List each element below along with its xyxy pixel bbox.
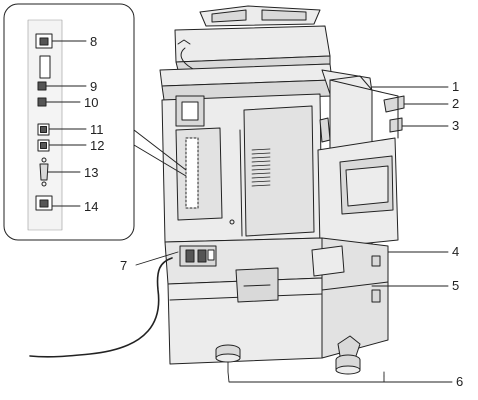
usb-b-port-icon <box>37 139 50 152</box>
ethernet-port-icon <box>35 33 53 49</box>
inset-leader-lines <box>45 40 87 207</box>
casters <box>215 335 361 375</box>
slot-cover-icon <box>39 55 51 79</box>
inset-connector-lower <box>133 144 187 177</box>
power-cord <box>29 257 173 358</box>
callout-10: 10 <box>84 95 98 110</box>
paper-tray-section <box>164 237 389 365</box>
side-door-latch <box>389 117 403 133</box>
document-feeder <box>174 5 331 93</box>
usb-a-port-icon <box>37 81 47 91</box>
callout-5: 5 <box>452 278 459 293</box>
callout-14: 14 <box>84 199 98 214</box>
inset-connector-upper <box>133 129 187 171</box>
interface-panel <box>185 137 199 209</box>
callout-2: 2 <box>452 96 459 111</box>
callout-3: 3 <box>452 118 459 133</box>
callout-numbers: 1 2 3 4 5 6 7 8 9 10 11 12 13 14 <box>84 34 463 389</box>
caster-left <box>215 344 241 363</box>
callout-6: 6 <box>456 374 463 389</box>
caster-right <box>335 335 361 375</box>
phone-line-port-icon <box>35 195 53 211</box>
callout-leader-lines <box>135 86 453 383</box>
tray-door <box>311 245 345 277</box>
door-release-lever <box>383 95 405 113</box>
main-body <box>161 93 323 243</box>
callout-12: 12 <box>90 138 104 153</box>
usb-b-port-icon <box>37 123 50 136</box>
callout-1: 1 <box>452 79 459 94</box>
callout-8: 8 <box>90 34 97 49</box>
callout-13: 13 <box>84 165 98 180</box>
callout-11: 11 <box>90 122 104 137</box>
usb-a-port-icon <box>37 97 47 107</box>
right-side-covers <box>317 75 405 251</box>
vent-grille <box>251 148 271 187</box>
callout-9: 9 <box>90 79 97 94</box>
callout-4: 4 <box>452 244 459 259</box>
interface-inset <box>3 3 187 241</box>
callout-7: 7 <box>120 258 127 273</box>
serial-port-icon <box>39 157 49 187</box>
printer-body <box>29 5 405 375</box>
inset-frame <box>3 3 135 241</box>
